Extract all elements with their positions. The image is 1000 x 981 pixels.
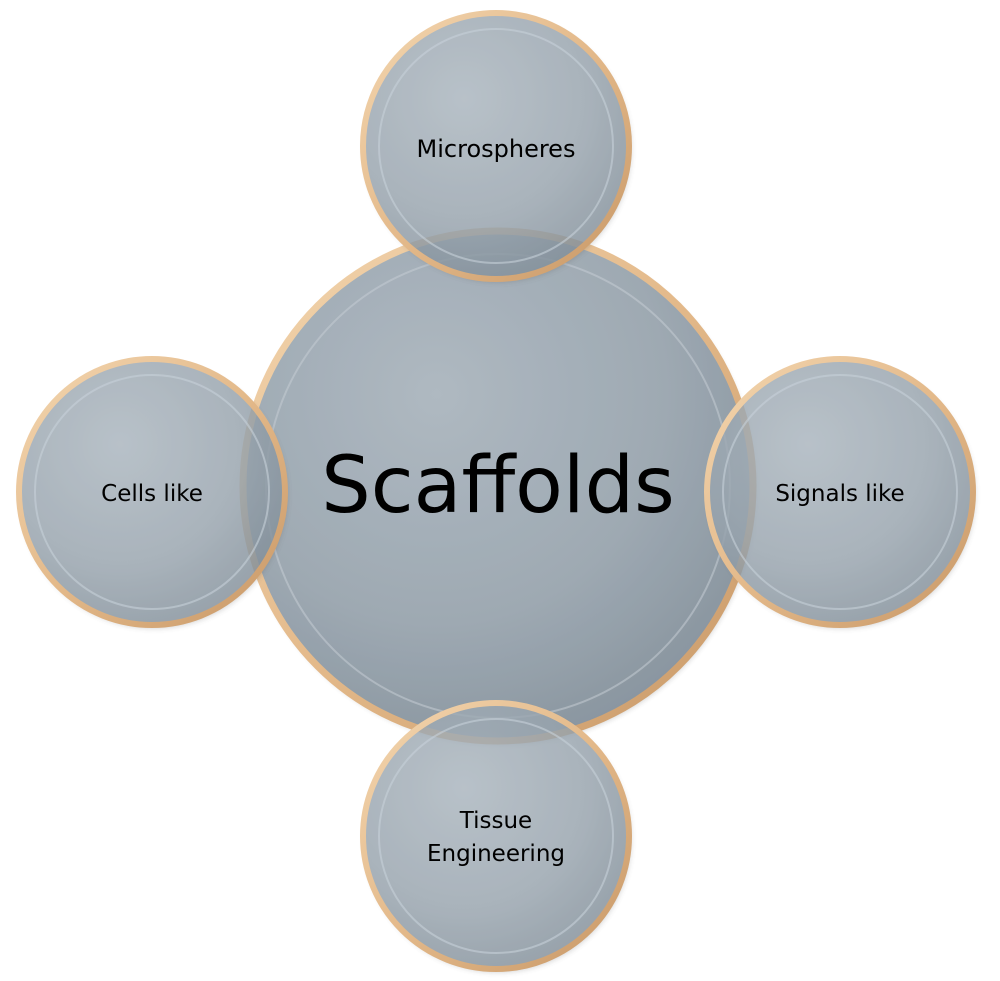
left-label: Cells like [101, 481, 203, 507]
right-label: Signals like [775, 481, 904, 507]
bottom-label-line-2: Engineering [427, 841, 565, 867]
right-node [704, 356, 976, 628]
bottom-node [360, 700, 632, 972]
top-node [360, 10, 632, 282]
top-label: Microspheres [417, 135, 576, 163]
bottom-label-line-1: Tissue [459, 808, 532, 834]
left-node [16, 356, 288, 628]
center-label: Scaffolds [321, 441, 674, 531]
